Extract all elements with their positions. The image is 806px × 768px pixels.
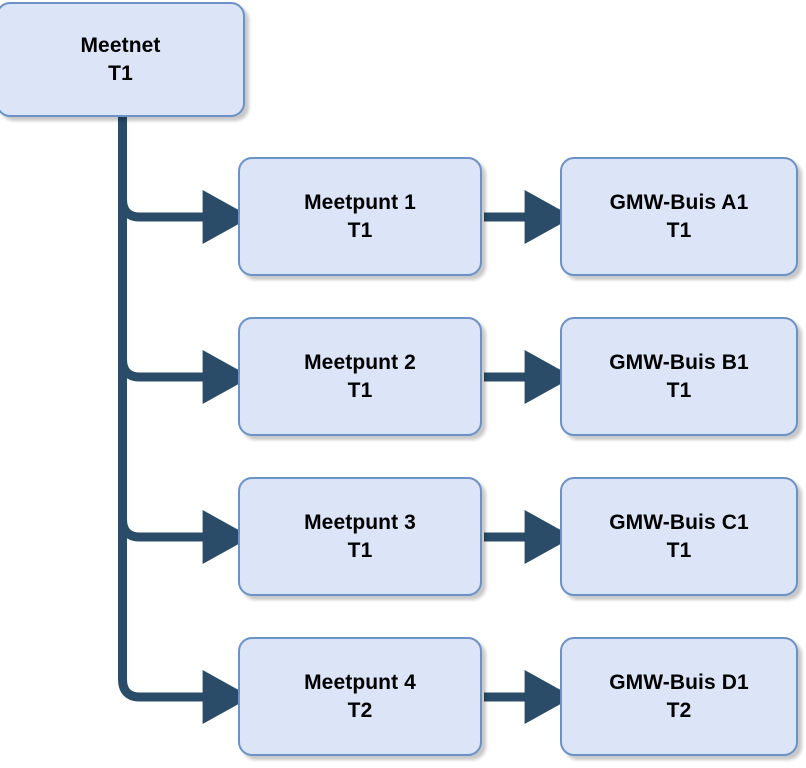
node-gmw-buis-b1-version: T1 <box>666 378 692 402</box>
node-gmw-buis-d1-version: T2 <box>666 698 692 722</box>
node-gmw-buis-c1-version: T1 <box>666 538 692 562</box>
node-meetpunt-1-version: T1 <box>347 218 373 242</box>
node-gmw-buis-a1-name: GMW-Buis A1 <box>609 191 749 215</box>
node-meetpunt-4-name: Meetpunt 4 <box>304 671 416 695</box>
node-meetnet-version: T1 <box>108 61 133 85</box>
node-meetpunt-3[interactable]: Meetpunt 3 T1 <box>238 477 482 596</box>
node-meetpunt-4-version: T2 <box>347 698 373 722</box>
node-gmw-buis-d1-name: GMW-Buis D1 <box>609 671 749 695</box>
trunk-branch-4 <box>118 113 252 724</box>
node-gmw-buis-d1[interactable]: GMW-Buis D1 T2 <box>560 637 798 756</box>
node-gmw-buis-a1-version: T1 <box>666 218 692 242</box>
node-meetpunt-3-version: T1 <box>347 538 373 562</box>
node-gmw-buis-b1[interactable]: GMW-Buis B1 T1 <box>560 317 798 436</box>
node-gmw-buis-c1-name: GMW-Buis C1 <box>609 511 749 535</box>
node-meetpunt-3-name: Meetpunt 3 <box>304 511 416 535</box>
node-gmw-buis-b1-name: GMW-Buis B1 <box>609 351 749 375</box>
node-meetpunt-2[interactable]: Meetpunt 2 T1 <box>238 317 482 436</box>
node-meetpunt-2-name: Meetpunt 2 <box>304 351 416 375</box>
trunk-branch-1 <box>118 113 252 244</box>
node-meetpunt-4[interactable]: Meetpunt 4 T2 <box>238 637 482 756</box>
trunk-branch-2 <box>118 113 252 404</box>
node-meetpunt-1[interactable]: Meetpunt 1 T1 <box>238 157 482 276</box>
node-meetnet-name: Meetnet <box>80 34 161 58</box>
node-gmw-buis-c1[interactable]: GMW-Buis C1 T1 <box>560 477 798 596</box>
node-meetpunt-2-version: T1 <box>347 378 373 402</box>
node-meetnet[interactable]: Meetnet T1 <box>0 2 245 117</box>
trunk-branch-3 <box>118 113 252 564</box>
node-meetpunt-1-name: Meetpunt 1 <box>304 191 416 215</box>
node-gmw-buis-a1[interactable]: GMW-Buis A1 T1 <box>560 157 798 276</box>
